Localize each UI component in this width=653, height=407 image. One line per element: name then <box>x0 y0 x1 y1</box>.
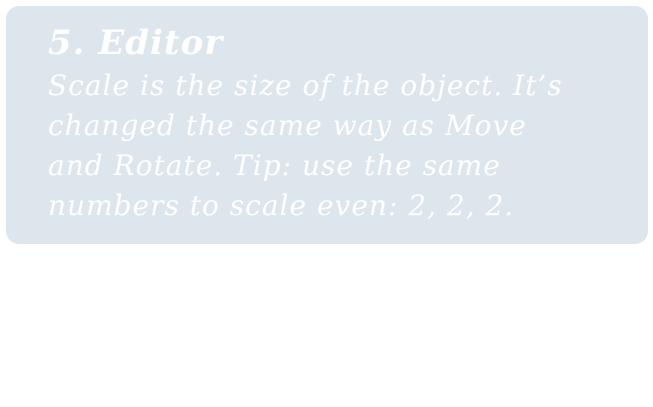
description-line-1: Scale is the size of the object. It’s <box>48 69 563 102</box>
description-line-4: numbers to scale even: 2, 2, 2. <box>48 189 515 222</box>
instruction-card: 5. Editor Scale is the size of the objec… <box>6 6 648 244</box>
step-description: Scale is the size of the object. It’s ch… <box>48 66 610 226</box>
description-line-2: changed the same way as Move <box>48 109 527 142</box>
step-title: 5. Editor <box>48 23 224 63</box>
description-line-3: and Rotate. Tip: use the same <box>48 149 501 182</box>
